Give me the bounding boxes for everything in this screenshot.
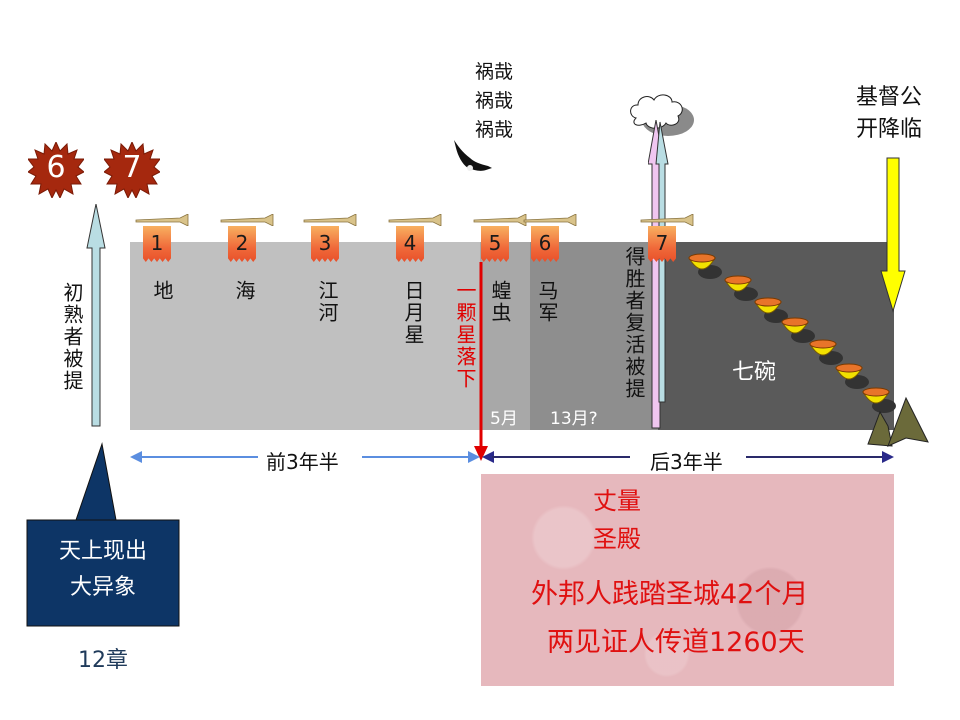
woe-text: 祸哉 祸哉 祸哉 [475,58,513,145]
measure-temple-text: 丈量 圣殿 [593,482,641,558]
tribulation-info-box: 丈量 圣殿 外邦人践踏圣城42个月 两见证人传道1260天 [481,474,894,686]
second-coming-text: 基督公 开降临 [856,82,922,146]
callout-pointer [26,442,180,627]
trumpet-icon [640,214,694,226]
trumpet-banner-2: 2 [228,226,256,262]
trumpet-icon [220,214,274,226]
callout-line-2: 大异象 [69,575,136,600]
bowl-icon [688,253,722,279]
measure-line-2: 圣殿 [593,525,641,553]
measure-line-1: 丈量 [593,487,641,515]
down-arrow-icon [880,157,906,313]
segment-sixth-trumpet [530,242,658,430]
woe-line-2: 祸哉 [475,90,514,112]
seal-7-label: 7 [122,150,142,185]
chapter-label: 12章 [78,648,128,673]
sixth-duration: 13月? [550,409,598,429]
segment-seven-bowls [658,242,894,430]
segment-first-half [130,242,480,430]
bowl-icon [781,317,815,343]
bowl-icon [724,275,758,301]
bowl-icon [809,339,843,365]
trumpet-6-label: 马军 [535,280,559,324]
seal-6-label: 6 [46,150,66,185]
trumpet-banner-6: 6 [531,226,559,262]
bowl-icon [835,363,869,389]
trumpet-banner-5: 5 [481,226,509,262]
trumpet-banner-1: 1 [143,226,171,262]
trumpet-banner-7: 7 [648,226,676,262]
trumpet-banner-3: 3 [311,226,339,262]
bowl-icon [862,387,896,413]
trumpet-icon [303,214,357,226]
woe-line-1: 祸哉 [475,61,514,83]
trumpet-2-label: 海 [232,280,256,302]
trumpet-icon [523,214,577,226]
victors-raptured-text: 得胜者复活被提 [622,246,646,400]
second-half-label: 后3年半 [650,450,723,474]
first-fruits-raptured-text: 初熟者被提 [60,282,84,392]
bowl-icon [754,297,788,323]
second-coming-line-2: 开降临 [856,117,923,142]
trumpet-1-label: 地 [150,280,174,302]
trumpet-icon [473,214,527,226]
seal-6: 6 [27,140,85,200]
starburst-icon [103,140,161,200]
two-witnesses-text: 两见证人传道1260天 [547,627,805,658]
down-arrow-icon [474,262,488,461]
trumpet-3-label: 江河 [315,280,339,324]
starburst-icon [27,140,85,200]
callout-text: 天上现出 大异象 [27,534,179,606]
mountain-icon [867,396,929,447]
trumpet-5-label: 蝗虫 [488,280,512,324]
trumpet-banner-4: 4 [396,226,424,262]
woe-line-3: 祸哉 [475,119,514,141]
segment-fifth-trumpet [480,242,530,430]
star-falls-text: 一颗星落下 [453,280,477,390]
seal-7: 7 [103,140,161,200]
callout-line-1: 天上现出 [58,539,147,564]
seven-bowls-label: 七碗 [732,360,777,385]
eagle-icon [454,140,492,171]
up-arrow-icon [86,204,106,427]
second-half-timeline-arrow [482,451,894,463]
fifth-duration: 5月 [490,409,518,429]
trumpet-icon [135,214,189,226]
trumpet-4-label: 日月星 [401,280,425,346]
first-half-timeline-arrow [130,451,480,463]
trumpet-icon [388,214,442,226]
first-half-label: 前3年半 [266,450,339,474]
gentiles-trample-text: 外邦人践踏圣城42个月 [531,579,809,610]
up-arrow-icon [648,120,669,429]
second-coming-line-1: 基督公 [856,85,923,110]
